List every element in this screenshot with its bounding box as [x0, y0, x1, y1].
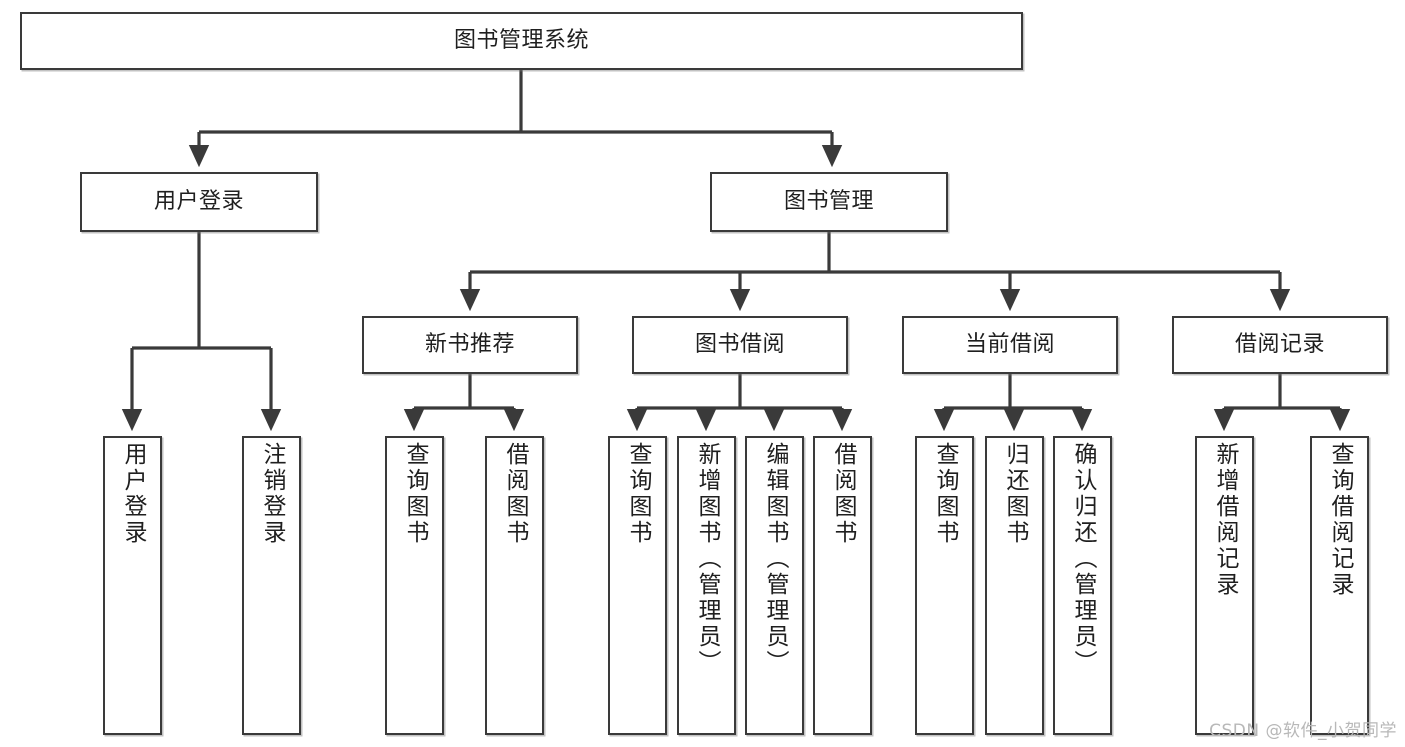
- node-label: 归还图书: [1002, 442, 1028, 546]
- node-label: 新增图书（管理员）: [694, 442, 720, 676]
- node-leaf-current-confirm-return[interactable]: 确认归还（管理员）: [1053, 436, 1112, 735]
- node-root-system[interactable]: 图书管理系统: [20, 12, 1023, 70]
- node-label: 图书借阅: [694, 332, 785, 358]
- node-leaf-borrow-edit-book[interactable]: 编辑图书（管理员）: [745, 436, 804, 735]
- node-label: 查询图书: [625, 442, 651, 546]
- node-label: 当前借阅: [964, 332, 1055, 358]
- node-label: 新增借阅记录: [1212, 442, 1238, 598]
- node-label: 图书管理: [783, 189, 874, 215]
- node-leaf-current-return-book[interactable]: 归还图书: [985, 436, 1044, 735]
- node-leaf-rec-query-book[interactable]: 查询图书: [385, 436, 444, 735]
- node-label: 新书推荐: [424, 332, 515, 358]
- node-label: 图书管理系统: [453, 28, 589, 54]
- node-borrow-record[interactable]: 借阅记录: [1172, 316, 1388, 374]
- node-book-borrow[interactable]: 图书借阅: [632, 316, 848, 374]
- node-label: 用户登录: [153, 189, 244, 215]
- node-leaf-user-logout[interactable]: 注销登录: [242, 436, 301, 735]
- node-label: 查询借阅记录: [1327, 442, 1353, 598]
- node-label: 确认归还（管理员）: [1070, 442, 1096, 676]
- node-label: 查询图书: [932, 442, 958, 546]
- node-leaf-borrow-query-book[interactable]: 查询图书: [608, 436, 667, 735]
- node-leaf-record-add[interactable]: 新增借阅记录: [1195, 436, 1254, 735]
- node-label: 编辑图书（管理员）: [762, 442, 788, 676]
- node-label: 注销登录: [259, 442, 285, 546]
- node-label: 借阅图书: [502, 442, 528, 546]
- node-leaf-borrow-borrow-book[interactable]: 借阅图书: [813, 436, 872, 735]
- node-label: 借阅记录: [1234, 332, 1325, 358]
- node-book-manage[interactable]: 图书管理: [710, 172, 948, 232]
- node-leaf-current-query-book[interactable]: 查询图书: [915, 436, 974, 735]
- node-user-login[interactable]: 用户登录: [80, 172, 318, 232]
- node-label: 借阅图书: [830, 442, 856, 546]
- node-current-borrow[interactable]: 当前借阅: [902, 316, 1118, 374]
- node-label: 用户登录: [120, 442, 146, 546]
- node-leaf-user-login[interactable]: 用户登录: [103, 436, 162, 735]
- node-leaf-record-query[interactable]: 查询借阅记录: [1310, 436, 1369, 735]
- node-leaf-rec-borrow-book[interactable]: 借阅图书: [485, 436, 544, 735]
- node-new-book-rec[interactable]: 新书推荐: [362, 316, 578, 374]
- watermark-text: CSDN @软件_小贺同学: [1209, 721, 1397, 741]
- node-label: 查询图书: [402, 442, 428, 546]
- node-leaf-borrow-add-book[interactable]: 新增图书（管理员）: [677, 436, 736, 735]
